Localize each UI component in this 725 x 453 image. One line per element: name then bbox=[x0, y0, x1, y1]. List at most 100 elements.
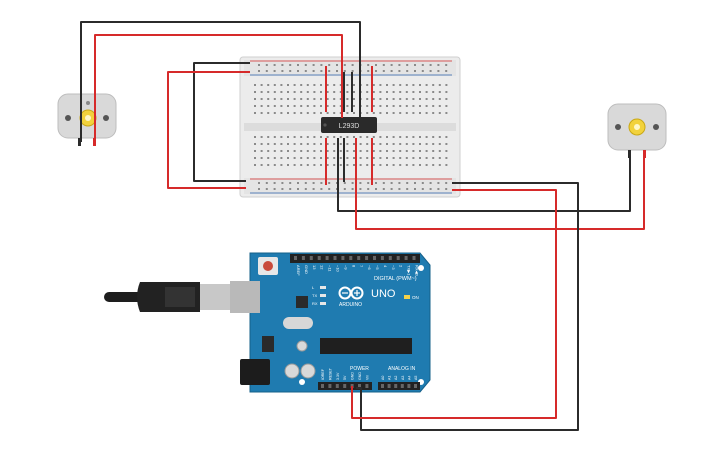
breadboard-hole[interactable] bbox=[328, 188, 331, 190]
breadboard-hole[interactable] bbox=[267, 112, 270, 114]
breadboard-hole[interactable] bbox=[273, 143, 276, 145]
breadboard-hole[interactable] bbox=[293, 143, 296, 145]
breadboard-hole[interactable] bbox=[289, 64, 292, 66]
breadboard-hole[interactable] bbox=[328, 64, 331, 66]
breadboard-hole[interactable] bbox=[353, 136, 355, 138]
breadboard-hole[interactable] bbox=[438, 164, 441, 166]
breadboard-hole[interactable] bbox=[386, 91, 388, 93]
breadboard-hole[interactable] bbox=[405, 143, 408, 145]
breadboard-hole[interactable] bbox=[304, 182, 307, 184]
breadboard-hole[interactable] bbox=[287, 112, 289, 114]
digital-header[interactable] bbox=[294, 256, 416, 260]
breadboard-hole[interactable] bbox=[273, 98, 276, 100]
breadboard-hole[interactable] bbox=[339, 143, 342, 145]
breadboard-hole[interactable] bbox=[398, 188, 401, 190]
breadboard-hole[interactable] bbox=[339, 91, 342, 93]
header-pin[interactable] bbox=[357, 256, 361, 260]
breadboard-hole[interactable] bbox=[300, 91, 303, 93]
breadboard-hole[interactable] bbox=[289, 188, 292, 190]
breadboard-hole[interactable] bbox=[429, 182, 432, 184]
breadboard-hole[interactable] bbox=[414, 188, 416, 190]
breadboard-hole[interactable] bbox=[297, 70, 299, 72]
breadboard-hole[interactable] bbox=[386, 112, 388, 114]
breadboard-hole[interactable] bbox=[320, 64, 323, 66]
breadboard-hole[interactable] bbox=[375, 70, 377, 72]
breadboard-hole[interactable] bbox=[343, 182, 346, 184]
header-pin[interactable] bbox=[373, 256, 376, 260]
header-pin[interactable] bbox=[388, 256, 392, 260]
breadboard-hole[interactable] bbox=[313, 157, 316, 159]
header-pin[interactable] bbox=[400, 384, 404, 388]
breadboard-hole[interactable] bbox=[425, 164, 428, 166]
breadboard-hole[interactable] bbox=[313, 150, 316, 152]
breadboard-hole[interactable] bbox=[432, 136, 435, 138]
breadboard-hole[interactable] bbox=[399, 164, 402, 166]
breadboard-hole[interactable] bbox=[366, 150, 369, 152]
breadboard-hole[interactable] bbox=[359, 136, 362, 138]
header-pin[interactable] bbox=[365, 256, 369, 260]
breadboard-hole[interactable] bbox=[375, 188, 377, 190]
analog-header[interactable] bbox=[381, 384, 417, 388]
breadboard-hole[interactable] bbox=[419, 136, 421, 138]
breadboard-hole[interactable] bbox=[421, 70, 424, 72]
breadboard-hole[interactable] bbox=[414, 182, 416, 184]
breadboard-hole[interactable] bbox=[320, 157, 322, 159]
breadboard-hole[interactable] bbox=[386, 98, 388, 100]
breadboard-hole[interactable] bbox=[379, 91, 382, 93]
breadboard-hole[interactable] bbox=[280, 84, 283, 86]
breadboard-hole[interactable] bbox=[382, 70, 385, 72]
breadboard-hole[interactable] bbox=[293, 157, 296, 159]
breadboard-hole[interactable] bbox=[287, 84, 289, 86]
breadboard-hole[interactable] bbox=[260, 105, 263, 107]
breadboard-hole[interactable] bbox=[437, 70, 440, 72]
breadboard-hole[interactable] bbox=[419, 105, 421, 107]
breadboard-hole[interactable] bbox=[280, 164, 283, 166]
breadboard-hole[interactable] bbox=[353, 84, 355, 86]
breadboard-hole[interactable] bbox=[406, 70, 409, 72]
breadboard-hole[interactable] bbox=[445, 98, 448, 100]
breadboard-hole[interactable] bbox=[320, 136, 322, 138]
breadboard-hole[interactable] bbox=[399, 112, 402, 114]
breadboard-hole[interactable] bbox=[353, 112, 355, 114]
breadboard-hole[interactable] bbox=[326, 91, 329, 93]
breadboard-hole[interactable] bbox=[419, 143, 421, 145]
breadboard-hole[interactable] bbox=[366, 157, 369, 159]
breadboard-hole[interactable] bbox=[379, 157, 382, 159]
breadboard-hole[interactable] bbox=[425, 105, 428, 107]
breadboard-hole[interactable] bbox=[405, 91, 408, 93]
breadboard-hole[interactable] bbox=[326, 112, 329, 114]
breadboard-hole[interactable] bbox=[339, 112, 342, 114]
breadboard-hole[interactable] bbox=[313, 136, 316, 138]
breadboard-hole[interactable] bbox=[392, 136, 395, 138]
header-pin[interactable] bbox=[380, 256, 384, 260]
breadboard-hole[interactable] bbox=[339, 150, 342, 152]
breadboard-hole[interactable] bbox=[359, 182, 362, 184]
breadboard-hole[interactable] bbox=[326, 105, 329, 107]
breadboard-hole[interactable] bbox=[280, 136, 283, 138]
wire-red-motor-right[interactable] bbox=[355, 138, 645, 230]
breadboard-hole[interactable] bbox=[293, 150, 296, 152]
breadboard-hole[interactable] bbox=[300, 164, 303, 166]
breadboard-hole[interactable] bbox=[300, 150, 303, 152]
breadboard-hole[interactable] bbox=[359, 157, 362, 159]
breadboard-hole[interactable] bbox=[425, 150, 428, 152]
breadboard-hole[interactable] bbox=[445, 150, 448, 152]
breadboard-hole[interactable] bbox=[445, 164, 448, 166]
breadboard-hole[interactable] bbox=[390, 70, 393, 72]
breadboard-hole[interactable] bbox=[405, 98, 408, 100]
breadboard-hole[interactable] bbox=[432, 143, 435, 145]
breadboard-hole[interactable] bbox=[412, 150, 415, 152]
breadboard-hole[interactable] bbox=[372, 98, 375, 100]
breadboard-hole[interactable] bbox=[366, 84, 369, 86]
breadboard-hole[interactable] bbox=[379, 105, 382, 107]
breadboard-hole[interactable] bbox=[273, 164, 276, 166]
breadboard-hole[interactable] bbox=[273, 136, 276, 138]
breadboard-hole[interactable] bbox=[351, 188, 354, 190]
breadboard-hole[interactable] bbox=[289, 70, 292, 72]
breadboard-hole[interactable] bbox=[392, 98, 395, 100]
breadboard-hole[interactable] bbox=[359, 188, 362, 190]
breadboard-hole[interactable] bbox=[438, 136, 441, 138]
breadboard-hole[interactable] bbox=[398, 64, 401, 66]
breadboard-hole[interactable] bbox=[304, 70, 307, 72]
breadboard-hole[interactable] bbox=[273, 157, 276, 159]
